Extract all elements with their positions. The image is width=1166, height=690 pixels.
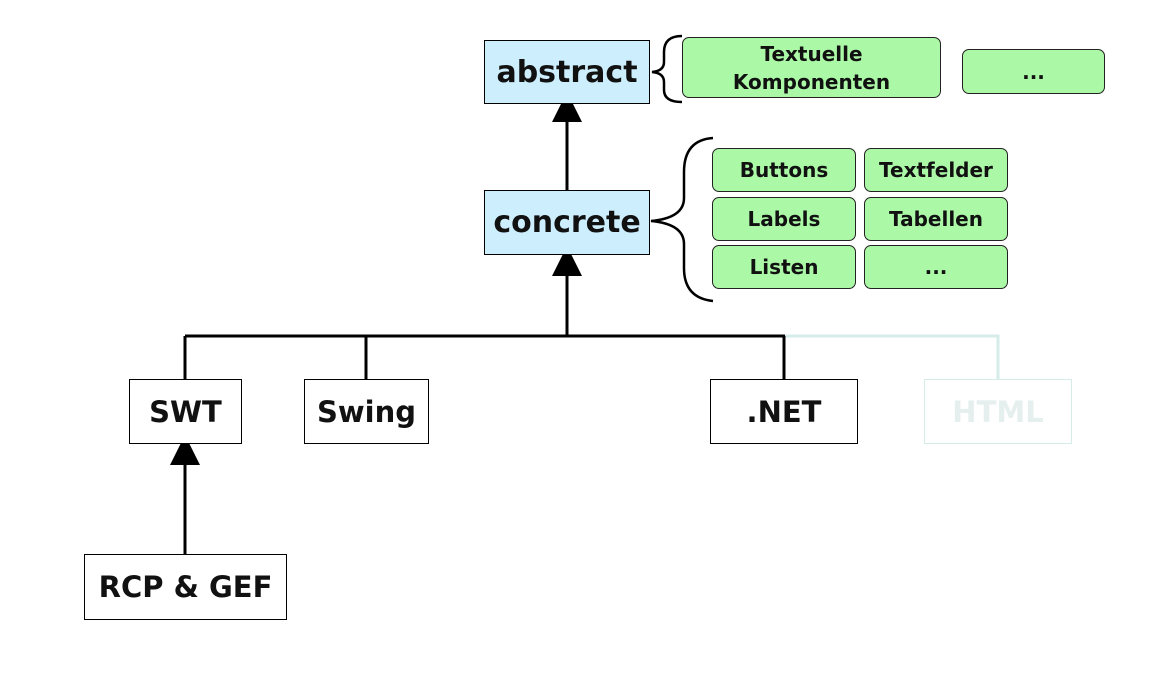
component-label: Textfelder [879,158,993,182]
component-label: Buttons [739,158,829,182]
concrete-box: concrete [484,190,650,255]
toolkit-label: SWT [149,394,222,429]
toolkit-label: .NET [746,394,822,429]
component-label: Tabellen [889,207,983,231]
component-label: ... [924,255,948,279]
toolkit-swt: SWT [129,379,242,444]
component-more-concrete: ... [864,245,1008,289]
rcp-gef-box: RCP & GEF [84,554,287,620]
toolkit-html: HTML [924,379,1072,444]
toolkit-label: HTML [952,394,1044,429]
component-textfelder: Textfelder [864,148,1008,192]
component-label: ... [1022,59,1045,84]
abstract-label: abstract [496,54,638,90]
brace-concrete [650,136,714,303]
concrete-label: concrete [493,205,641,240]
component-label: Listen [749,255,819,279]
bus-line-faded [785,334,1000,380]
component-label: Textuelle Komponenten [732,41,891,94]
toolkit-swing: Swing [304,379,429,444]
component-textuelle-komponenten: Textuelle Komponenten [682,37,941,98]
component-buttons: Buttons [712,148,856,192]
abstract-box: abstract [484,40,650,104]
toolkit-label: Swing [316,394,417,429]
component-tabellen: Tabellen [864,197,1008,241]
rcp-gef-label: RCP & GEF [98,570,273,604]
brace-abstract [651,34,683,104]
component-more-abstract: ... [962,49,1105,94]
component-label: Labels [747,207,821,231]
toolkit-net: .NET [710,379,858,444]
component-labels: Labels [712,197,856,241]
component-listen: Listen [712,245,856,289]
